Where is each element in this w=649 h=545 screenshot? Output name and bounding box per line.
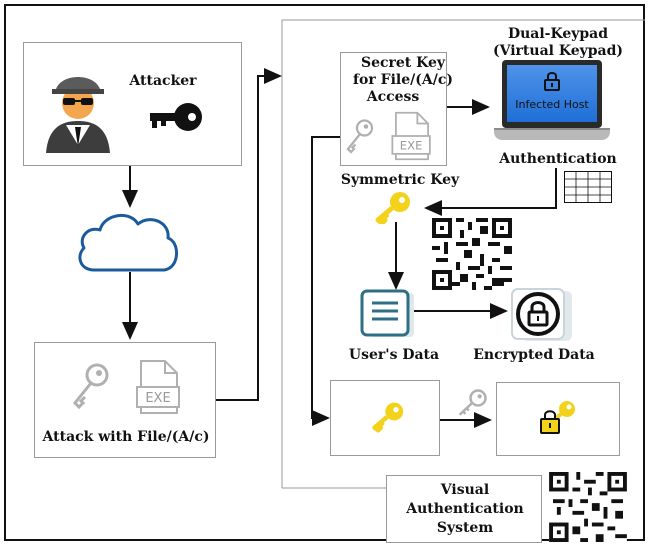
secret-key-line1: Secret Key	[360, 55, 446, 71]
yellow-key-icon	[372, 402, 404, 433]
vas-line3: System	[436, 520, 494, 536]
secret-key-box: Secret Key for File/(A/c) Access EXE	[340, 52, 453, 166]
grey-key-icon	[458, 389, 487, 416]
attacker-icon	[46, 77, 110, 153]
document-icon	[360, 289, 414, 337]
vas-line2: Authentication	[406, 501, 524, 517]
key-box	[330, 380, 440, 456]
infected-host-label: Infected Host	[515, 98, 589, 111]
users-data-label: User's Data	[348, 347, 440, 363]
attack-box: EXE Attack with File/(A/c)	[34, 342, 216, 458]
encrypted-lock-icon	[511, 288, 572, 341]
keypad-grid-icon	[564, 171, 612, 203]
qr-code	[432, 218, 512, 290]
visual-auth-box: Visual Authentication System	[386, 475, 542, 543]
symmetric-key-label: Symmetric Key	[340, 172, 460, 188]
figure-border	[4, 4, 645, 541]
lock-key-icon	[540, 401, 575, 434]
secret-key-line3: Access	[366, 89, 420, 105]
exe-file-icon: EXE	[391, 111, 431, 161]
cloud-icon	[78, 214, 178, 272]
laptop-base	[494, 128, 610, 140]
black-key-icon	[150, 103, 202, 131]
grey-key-icon	[346, 119, 374, 154]
secret-key-line2: for File/(A/c)	[353, 72, 453, 88]
vas-line1: Visual	[440, 482, 490, 498]
attacker-label: Attacker	[129, 73, 197, 89]
laptop-screen: Infected Host	[507, 65, 597, 122]
dual-keypad-subtitle: (Virtual Keypad)	[492, 43, 624, 59]
dual-keypad-title: Dual-Keypad	[507, 26, 609, 42]
encrypted-data-label: Encrypted Data	[473, 347, 595, 363]
attacker-box: Attacker	[23, 42, 242, 166]
yellow-key-icon	[375, 192, 410, 224]
laptop: Infected Host	[494, 60, 610, 150]
exe-text: EXE	[145, 391, 170, 406]
qr-code	[549, 472, 627, 542]
exe-file-icon: EXE	[136, 360, 180, 414]
encrypted-key-box	[496, 382, 620, 456]
exe-text: EXE	[400, 138, 423, 152]
authentication-label: Authentication	[499, 151, 617, 167]
padlock-icon	[544, 72, 560, 91]
attack-label: Attack with File/(A/c)	[42, 429, 210, 445]
grey-key-icon	[72, 363, 109, 410]
